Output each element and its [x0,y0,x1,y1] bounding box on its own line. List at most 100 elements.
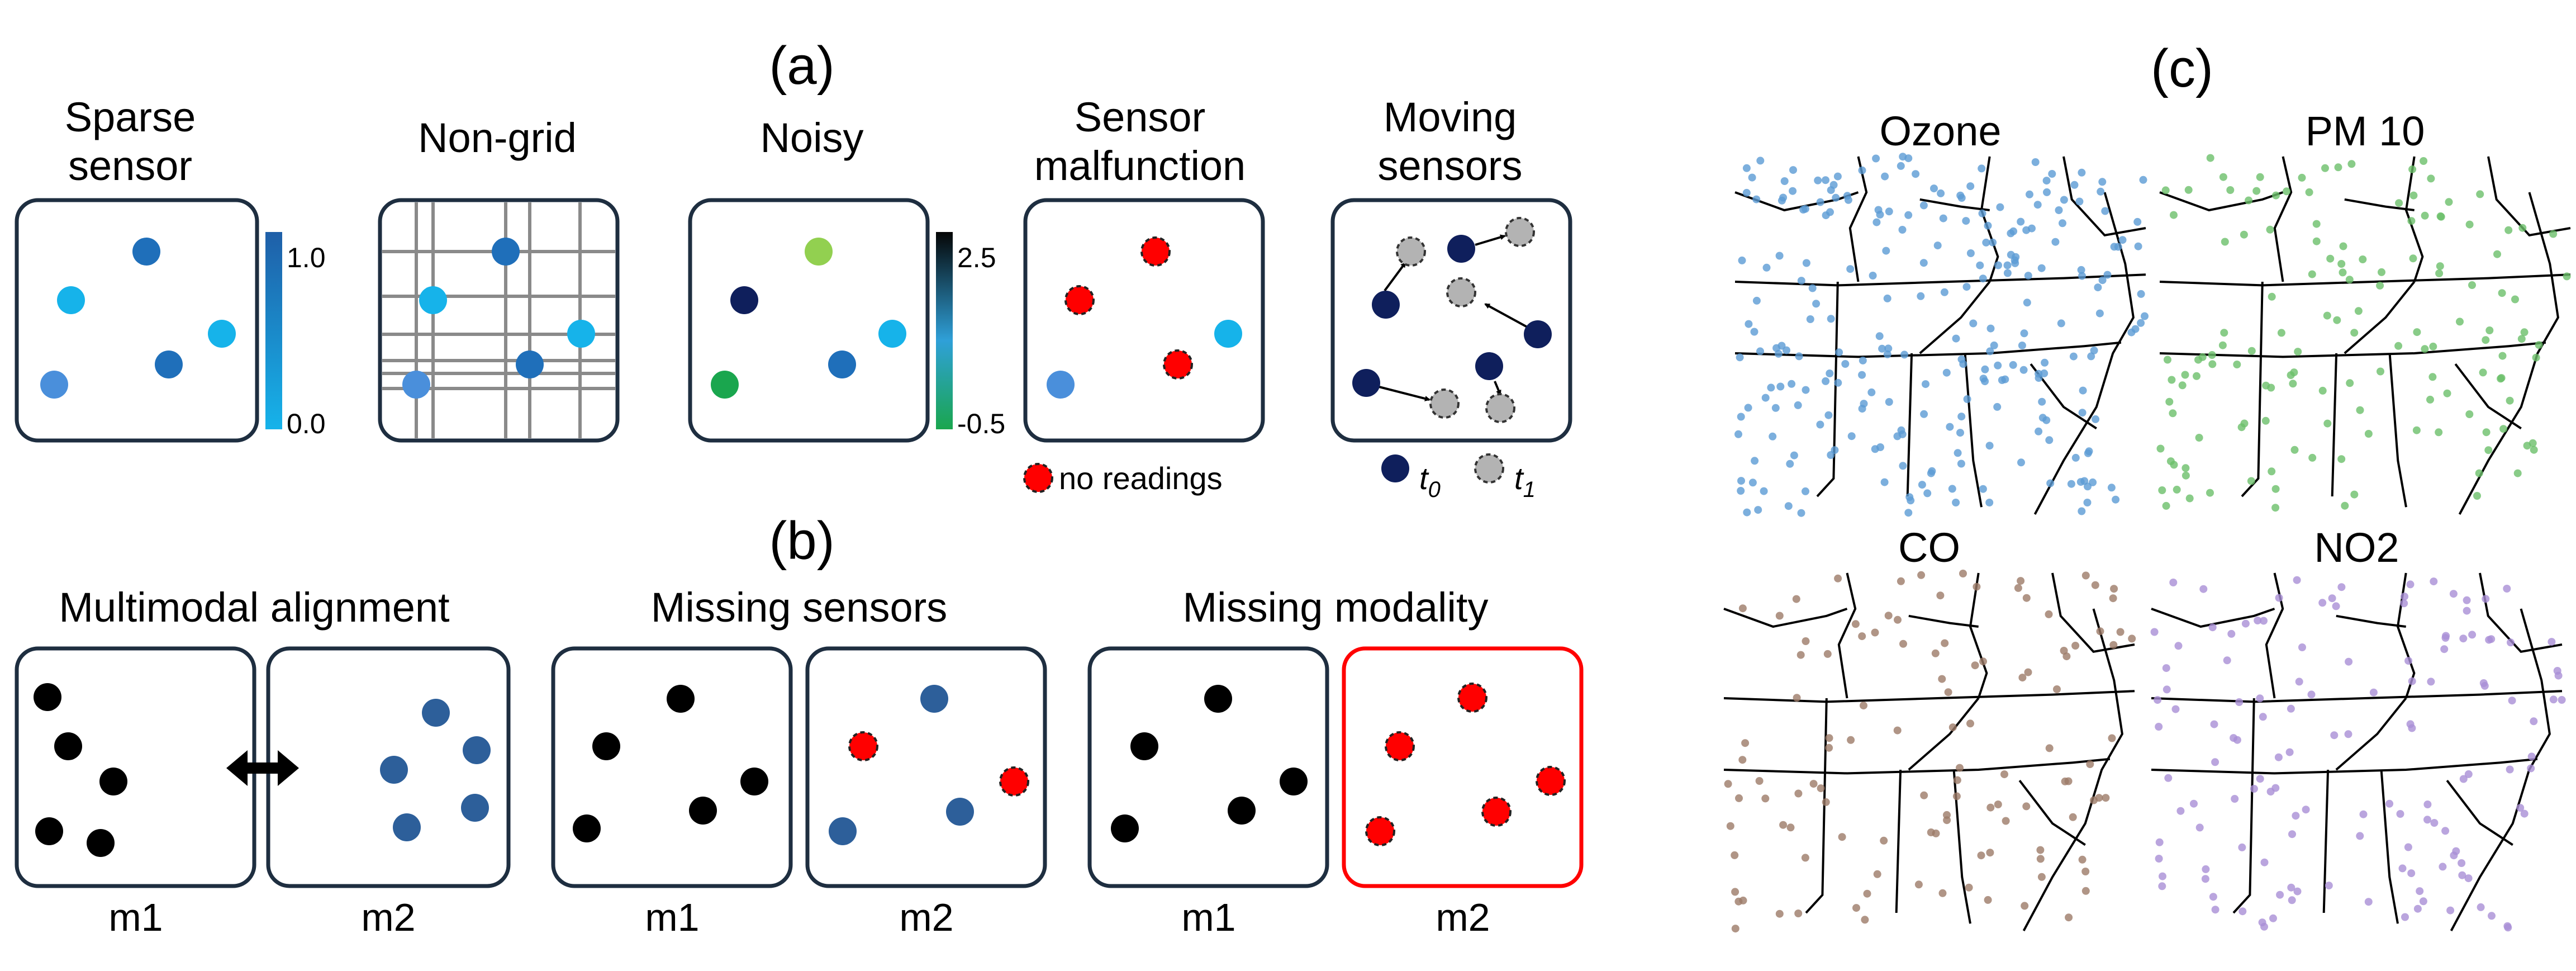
station-dot [2441,634,2450,642]
station-dot [2028,224,2036,233]
station-dot [1834,378,1842,387]
station-dot [1858,371,1866,379]
station-dot [1755,777,1764,785]
state-border [1734,273,2146,287]
sensor-dot [920,685,948,713]
station-dot [1871,628,1879,637]
state-border [1980,156,1999,282]
station-dot [1775,910,1784,918]
station-dot [2071,642,2080,650]
station-dot [2002,817,2010,825]
station-dot [2404,843,2412,851]
station-dot [2109,641,2118,649]
station-dot [1735,794,1743,802]
station-dot [2330,731,2339,740]
station-dot [1841,360,1850,368]
station-dot [1996,203,2004,211]
colorbar-min-label: 0.0 [287,408,326,439]
station-dot [2356,406,2364,414]
state-border [1969,572,1988,699]
station-dot [2290,446,2299,454]
state-border [2344,281,2416,354]
station-dot [2081,571,2090,580]
station-dot [2408,724,2416,732]
moving-t0-dot [1372,291,1400,319]
station-dot [2506,765,2514,774]
panel-label-c: (c) [2151,39,2213,98]
station-dot [2018,674,2027,682]
station-dot [2416,887,2424,896]
m2-label: m2 [899,896,953,939]
station-dot [1919,259,1928,267]
station-dot [2038,397,2046,406]
moving-t0-dot [1447,235,1475,263]
station-dot [2019,366,2028,374]
missing-sensor-dot [1481,797,1512,827]
state-border [2454,363,2522,430]
station-dot [2230,734,2238,742]
station-dot [2110,585,2118,593]
sensor-dot [57,286,85,314]
station-dot [2009,361,2017,369]
station-dot [1789,166,1797,174]
station-dot [2318,599,2327,607]
station-dot [1775,252,1784,260]
sensor-dot [1280,768,1308,795]
station-dot [2446,906,2455,915]
station-dot [2045,744,2054,752]
station-dot [2413,328,2421,337]
station-dot [2298,173,2306,182]
colorbar [936,232,953,429]
m2-missing-box [1342,646,1584,888]
station-dot [2087,352,2095,361]
sensor-dot [740,768,768,795]
station-dot [2435,269,2444,277]
station-dot [2503,585,2511,593]
station-dot [2247,477,2255,485]
state-border [2450,608,2551,931]
station-dot [2295,678,2303,686]
station-dot [2024,272,2032,280]
station-dot [2445,198,2453,206]
station-dot [1817,784,1825,793]
station-dot [2195,434,2203,442]
station-dot [1797,277,1805,285]
station-dot [2503,922,2512,930]
moving-sensors-title-line2: sensors [1377,143,1522,189]
station-dot [2482,336,2490,344]
station-dot [2211,906,2219,914]
station-dot [1998,376,2006,384]
station-dot [1808,284,1817,292]
sensor-dot [1214,320,1242,348]
station-dot [1869,272,1877,280]
state-border [2232,698,2255,914]
station-dot [1897,577,1905,585]
sensor-dot [380,756,408,784]
state-border [1723,757,2111,775]
station-dot [1919,201,1928,210]
state-border [2159,341,2546,358]
station-dot [2170,211,2178,219]
station-dot [2007,250,2015,259]
station-dot [2439,863,2447,871]
station-dot [2137,319,2145,327]
station-dot [2420,157,2428,165]
station-dot [2247,347,2256,355]
station-dot [2271,504,2280,512]
m1-box [1087,646,1329,888]
legend-no-readings-marker [1023,463,1053,493]
station-dot [2067,480,2075,488]
station-dot [1904,154,1913,163]
station-dot [2337,260,2346,268]
station-dot [2312,220,2321,228]
colorbar-min-label: -0.5 [957,408,1005,439]
station-dot [1876,210,1884,219]
station-dot [1792,595,1800,603]
station-dot [2181,471,2190,480]
station-dot [2350,490,2359,499]
station-dot [2468,631,2477,639]
station-dot [2231,795,2239,803]
station-dot [2199,585,2208,593]
station-dot [1937,189,1945,197]
sensor-malfunction-panel: Sensor malfunction no readings [1023,94,1265,496]
